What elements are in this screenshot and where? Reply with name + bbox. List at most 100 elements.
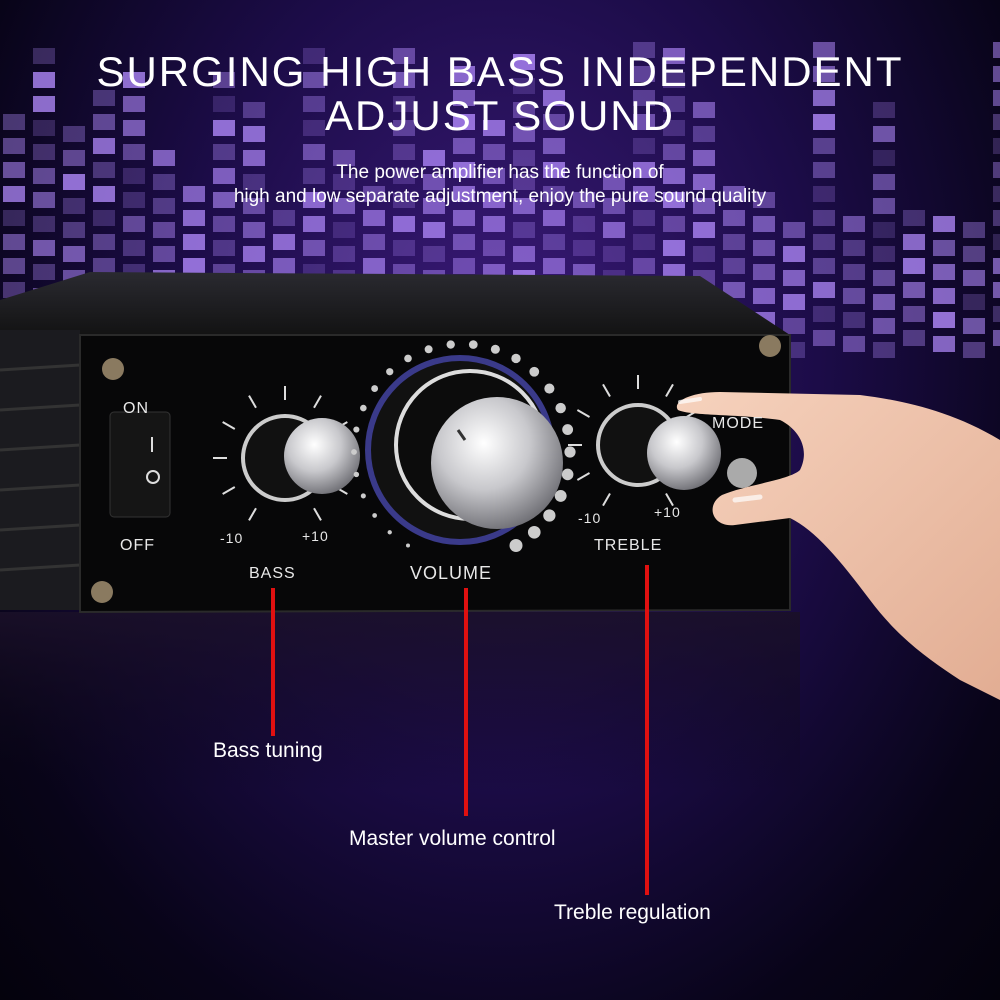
equalizer-tile <box>963 270 985 286</box>
volume-scale-dot <box>562 424 574 435</box>
equalizer-tile <box>753 192 775 208</box>
equalizer-tile <box>723 186 745 202</box>
bass-callout-line <box>271 588 275 736</box>
equalizer-tile <box>63 198 85 214</box>
equalizer-tile <box>453 90 475 106</box>
equalizer-tile <box>303 96 325 112</box>
equalizer-tile <box>543 90 565 106</box>
equalizer-tile <box>633 42 655 58</box>
treble-max-label: +10 <box>654 504 681 520</box>
volume-scale-dot <box>561 468 574 481</box>
equalizer-tile <box>633 90 655 106</box>
equalizer-tile <box>813 138 835 154</box>
equalizer-tile <box>873 126 895 142</box>
equalizer-tile <box>783 294 805 310</box>
equalizer-tile <box>213 120 235 136</box>
subtitle-line-2: high and low separate adjustment, enjoy … <box>233 186 767 207</box>
equalizer-tile <box>183 258 205 274</box>
equalizer-tile <box>693 126 715 142</box>
equalizer-tile <box>63 150 85 166</box>
equalizer-tile <box>243 246 265 262</box>
equalizer-tile <box>663 72 685 88</box>
equalizer-tile <box>903 330 925 346</box>
equalizer-tile <box>693 222 715 238</box>
scale-tick <box>313 507 322 521</box>
bass-label: BASS <box>249 565 296 582</box>
equalizer-tile <box>363 186 385 202</box>
equalizer-tile <box>93 162 115 178</box>
equalizer-tile <box>783 270 805 286</box>
equalizer-tile <box>213 96 235 112</box>
scale-tick <box>665 383 674 398</box>
equalizer-tile <box>453 162 475 178</box>
equalizer-tile <box>303 144 325 160</box>
scale-tick <box>248 507 257 521</box>
equalizer-tile <box>513 198 535 214</box>
equalizer-tile <box>903 282 925 298</box>
equalizer-tile <box>903 258 925 274</box>
equalizer-tile <box>723 258 745 274</box>
headline-line-2: ADJUST SOUND <box>325 92 675 139</box>
equalizer-tile <box>3 186 25 202</box>
equalizer-tile <box>513 126 535 142</box>
scale-tick <box>602 492 611 507</box>
equalizer-tile <box>963 294 985 310</box>
equalizer-tile <box>423 150 445 166</box>
bass-min-label: -10 <box>220 530 244 546</box>
equalizer-tile <box>993 138 1000 154</box>
scale-tick <box>576 409 591 418</box>
mode-button[interactable] <box>727 458 757 488</box>
equalizer-tile <box>333 198 355 214</box>
equalizer-tile <box>543 162 565 178</box>
equalizer-tile <box>333 246 355 262</box>
volume-scale-dot <box>543 509 556 522</box>
volume-scale-dot <box>554 489 567 502</box>
equalizer-tile <box>933 264 955 280</box>
equalizer-tile <box>3 210 25 226</box>
equalizer-tile <box>33 216 55 232</box>
bass-knob[interactable] <box>284 418 360 494</box>
equalizer-tile <box>483 168 505 184</box>
equalizer-tile <box>873 102 895 118</box>
equalizer-tile <box>63 246 85 262</box>
equalizer-tile <box>183 210 205 226</box>
equalizer-tile <box>303 240 325 256</box>
equalizer-tile <box>873 318 895 334</box>
volume-scale-dot <box>509 539 523 553</box>
power-off-label: OFF <box>120 537 155 554</box>
volume-scale-dot <box>406 543 410 548</box>
equalizer-tile <box>153 150 175 166</box>
equalizer-tile <box>513 54 535 70</box>
volume-knob[interactable] <box>431 397 563 529</box>
equalizer-tile <box>603 198 625 214</box>
equalizer-tile <box>513 174 535 190</box>
equalizer-tile <box>303 192 325 208</box>
equalizer-tile <box>63 174 85 190</box>
volume-scale-dot <box>555 402 566 414</box>
equalizer-tile <box>963 342 985 358</box>
equalizer-tile <box>873 198 895 214</box>
equalizer-tile <box>243 222 265 238</box>
hand <box>676 392 1000 700</box>
equalizer-tile <box>423 198 445 214</box>
equalizer-tile <box>423 174 445 190</box>
equalizer-tile <box>993 66 1000 82</box>
equalizer-tile <box>3 162 25 178</box>
scale-tick <box>248 395 257 409</box>
equalizer-tile <box>93 186 115 202</box>
equalizer-tile <box>393 120 415 136</box>
equalizer-tile <box>273 258 295 274</box>
equalizer-tile <box>33 264 55 280</box>
treble-knob[interactable] <box>647 416 721 490</box>
power-switch[interactable] <box>109 411 171 518</box>
equalizer-tile <box>633 210 655 226</box>
equalizer-tile <box>633 186 655 202</box>
equalizer-tile <box>933 312 955 328</box>
volume-scale-dot <box>468 340 478 349</box>
equalizer-tile <box>543 138 565 154</box>
equalizer-tile <box>423 222 445 238</box>
equalizer-tile <box>393 48 415 64</box>
equalizer-tile <box>903 306 925 322</box>
equalizer-tile <box>813 162 835 178</box>
equalizer-tile <box>333 174 355 190</box>
